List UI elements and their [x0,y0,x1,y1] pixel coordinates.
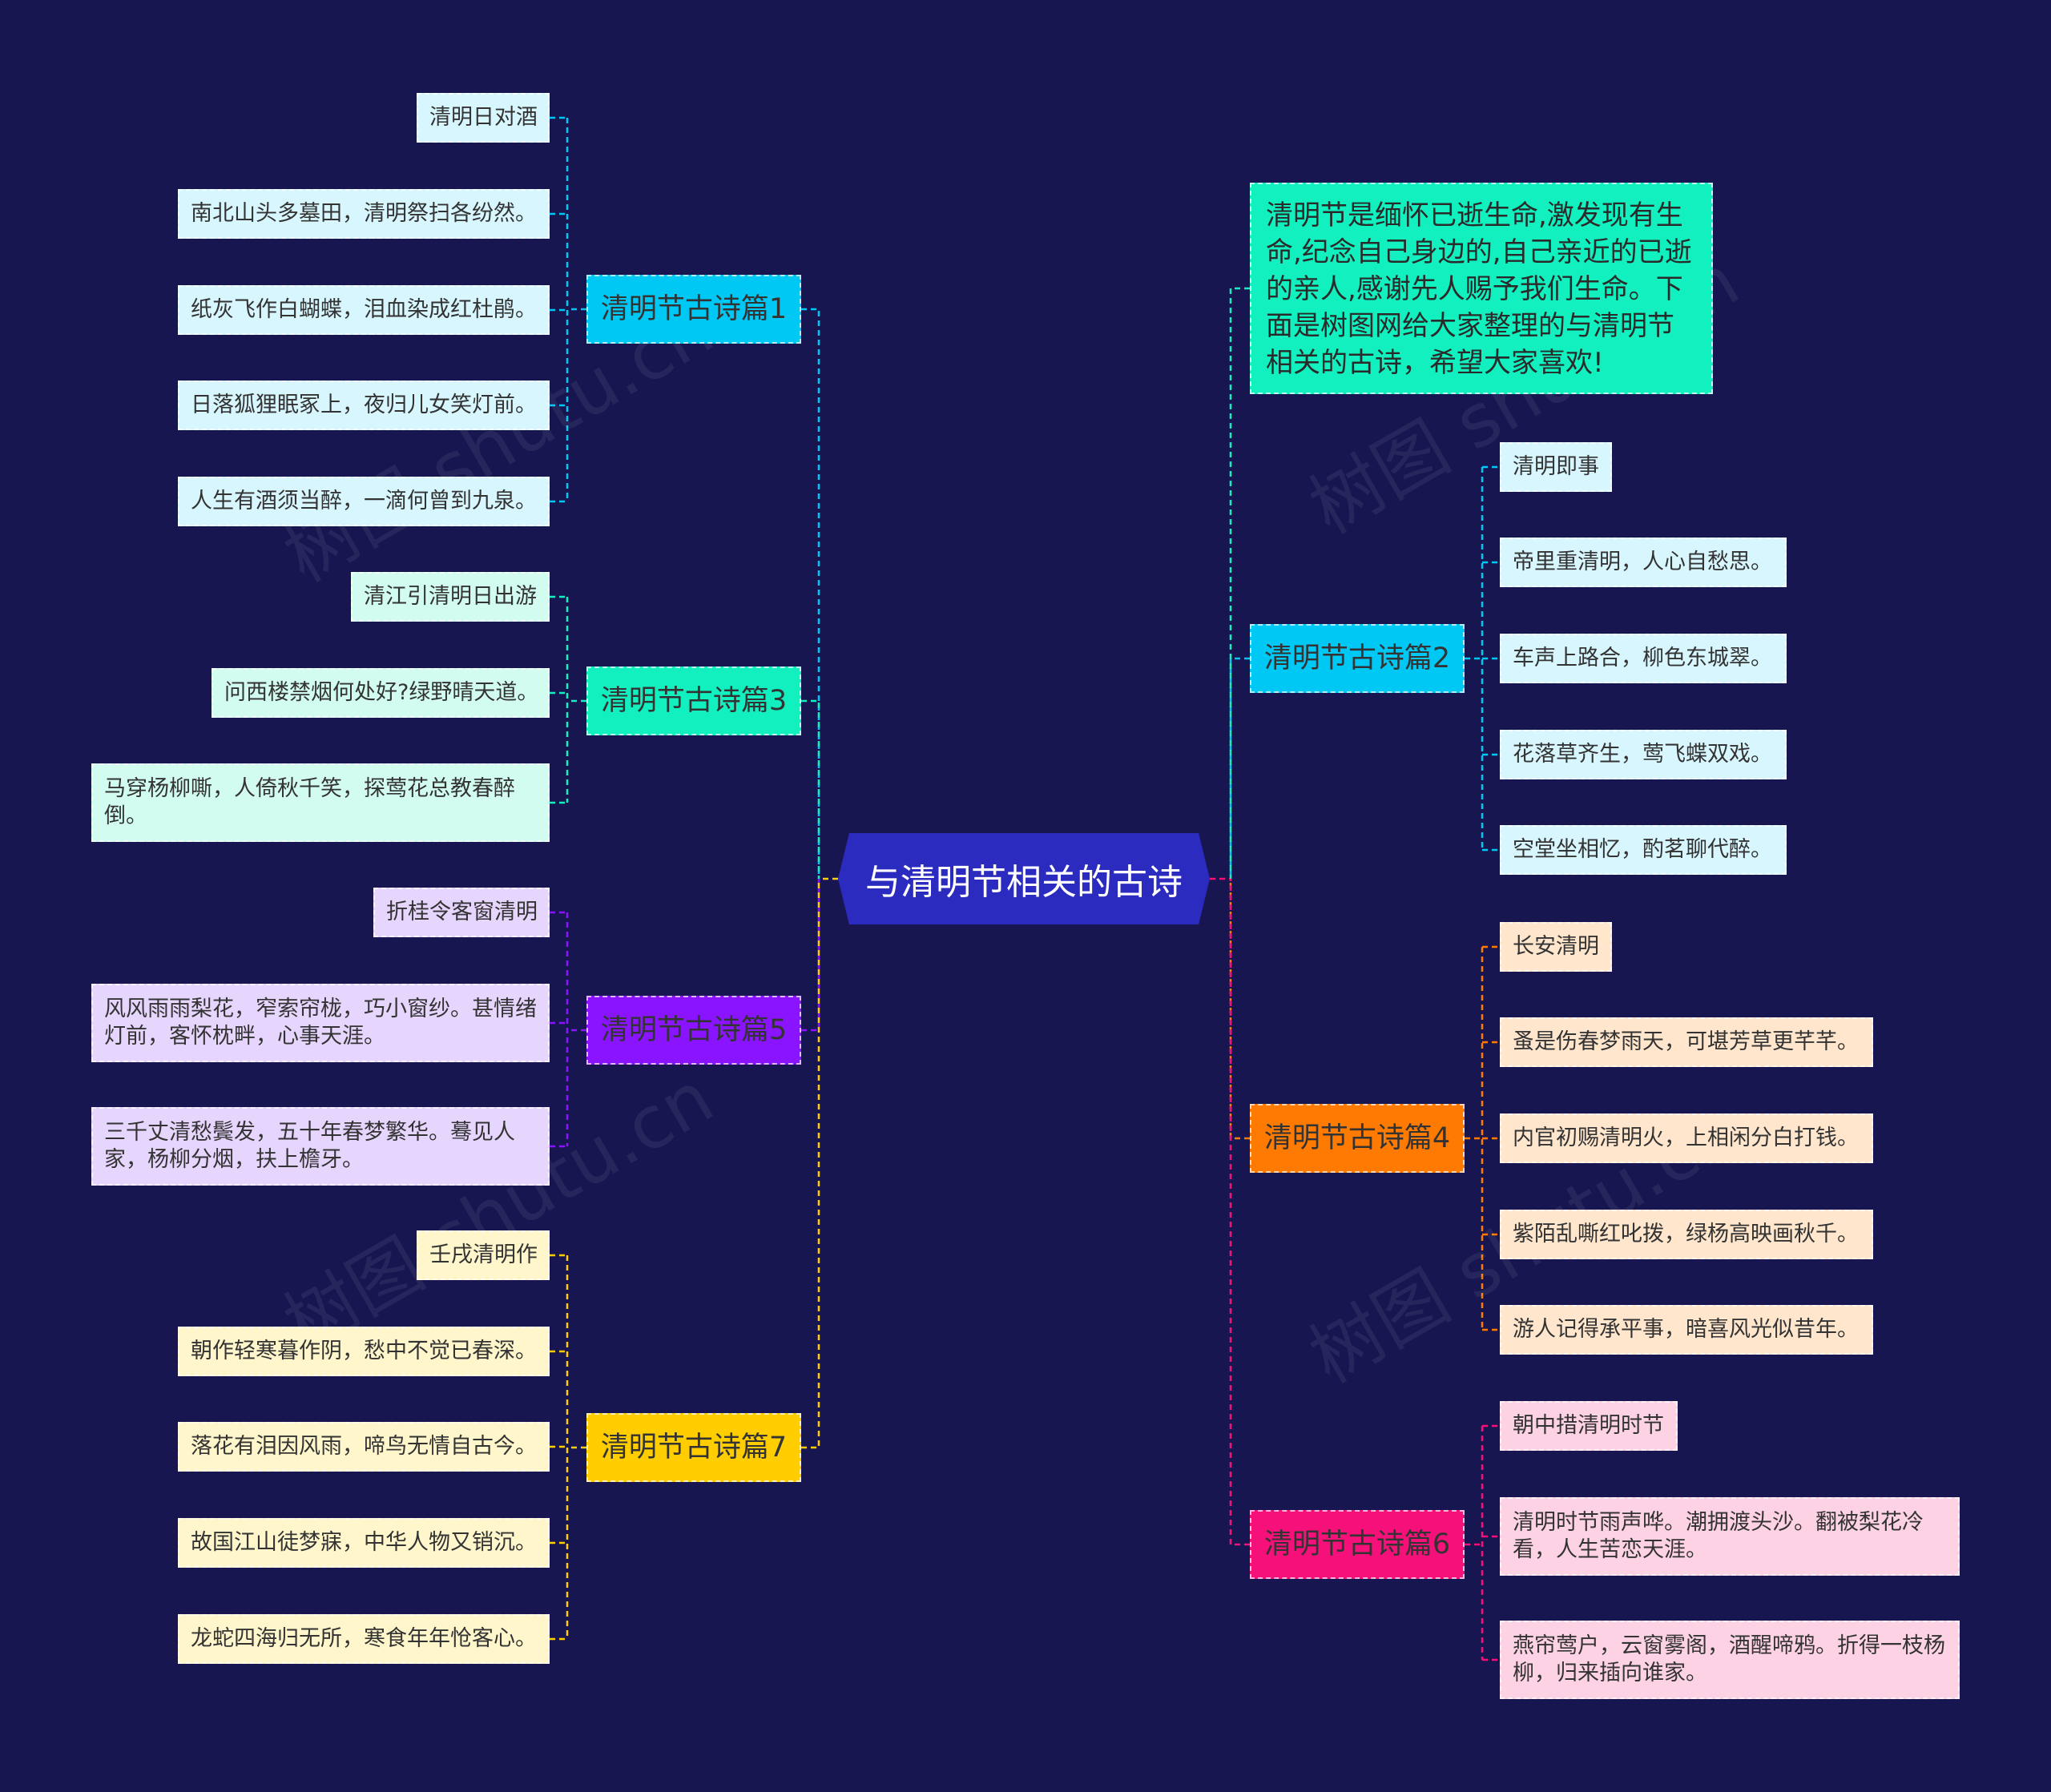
leaf-poem-title[interactable]: 折桂令客窗清明 [373,888,550,937]
branch-connector [1229,657,1250,879]
leaf-text: 游人记得承平事，暗喜风光似昔年。 [1513,1317,1859,1342]
leaf-text: 清明即事 [1513,454,1599,479]
leaf-text: 折桂令客窗清明 [386,900,538,924]
leaf-text: 三千丈清愁鬓发，五十年春梦繁华。蓦见人家，杨柳分烟，扶上檐牙。 [104,1120,515,1172]
intro-connector [1229,287,1250,879]
leaf-poem-title[interactable]: 壬戌清明作 [417,1230,550,1280]
root-topic-label: 与清明节相关的古诗 [865,862,1183,903]
leaf-text: 日落狐狸眠冢上，夜归儿女笑灯前。 [191,393,537,417]
leaf-poem-line[interactable]: 内官初赐清明火，上相闲分白打钱。 [1500,1113,1873,1163]
branch-topic-label: 清明节古诗篇6 [1263,1528,1451,1560]
leaf-poem-line[interactable]: 帝里重清明，人心自愁思。 [1500,538,1787,587]
branch-connector [1229,879,1250,1546]
leaf-text: 问西楼禁烟何处好?绿野晴天道。 [224,680,539,705]
branch-connector [801,308,820,879]
leaf-poem-line[interactable]: 紫陌乱嘶红叱拨，绿杨高映画秋千。 [1500,1210,1873,1259]
branch-topic-5[interactable]: 清明节古诗篇5 [586,996,801,1065]
leaf-text: 花落草齐生，莺飞蝶双戏。 [1513,742,1772,767]
leaf-text: 故国江山徒梦寐，中华人物又销沉。 [191,1530,537,1555]
leaf-poem-line[interactable]: 空堂坐相忆，酌茗聊代醉。 [1500,825,1787,875]
leaf-text: 马穿杨柳嘶，人倚秋千笑，探莺花总教春醉倒。 [104,776,515,828]
branch-topic-3[interactable]: 清明节古诗篇3 [586,666,801,735]
branch-connector [801,879,820,1032]
leaf-text: 纸灰飞作白蝴蝶，泪血染成红杜鹃。 [191,297,537,322]
leaf-text: 龙蛇四海归无所，寒食年年怆客心。 [191,1626,537,1651]
leaf-poem-line[interactable]: 三千丈清愁鬓发，五十年春梦繁华。蓦见人家，杨柳分烟，扶上檐牙。 [91,1107,550,1186]
leaf-poem-line[interactable]: 车声上路合，柳色东城翠。 [1500,634,1787,683]
leaf-poem-line[interactable]: 日落狐狸眠冢上，夜归儿女笑灯前。 [178,381,550,430]
leaf-poem-line[interactable]: 马穿杨柳嘶，人倚秋千笑，探莺花总教春醉倒。 [91,763,550,842]
branch-topic-label: 清明节古诗篇2 [1263,642,1451,675]
branch-topic-label: 清明节古诗篇4 [1263,1122,1451,1154]
leaf-poem-line[interactable]: 龙蛇四海归无所，寒食年年怆客心。 [178,1614,550,1664]
branch-topic-label: 清明节古诗篇1 [600,293,788,325]
leaf-text: 燕帘莺户，云窗雾阁，酒醒啼鸦。折得一枝杨柳，归来插向谁家。 [1513,1633,1945,1685]
leaf-poem-line[interactable]: 落花有泪因风雨，啼鸟无情自古今。 [178,1422,550,1472]
branch-topic-label: 清明节古诗篇3 [600,685,788,717]
leaf-poem-line[interactable]: 问西楼禁烟何处好?绿野晴天道。 [212,668,550,718]
branch-topic-4[interactable]: 清明节古诗篇4 [1250,1104,1465,1173]
leaf-poem-line[interactable]: 故国江山徒梦寐，中华人物又销沉。 [178,1518,550,1568]
leaf-text: 朝中措清明时节 [1513,1413,1664,1438]
branch-topic-label: 清明节古诗篇7 [600,1432,788,1464]
leaf-text: 朝作轻寒暮作阴，愁中不觉已春深。 [191,1339,537,1363]
leaf-poem-line[interactable]: 朝作轻寒暮作阴，愁中不觉已春深。 [178,1327,550,1376]
leaf-poem-line[interactable]: 游人记得承平事，暗喜风光似昔年。 [1500,1305,1873,1355]
leaf-poem-line[interactable]: 南北山头多墓田，清明祭扫各纷然。 [178,189,550,239]
branch-topic-2[interactable]: 清明节古诗篇2 [1250,624,1465,693]
leaf-text: 紫陌乱嘶红叱拨，绿杨高映画秋千。 [1513,1222,1859,1246]
intro-note-text: 清明节是缅怀已逝生命,激发现有生命,纪念自己身边的,自己亲近的已逝的亲人,感谢先… [1266,199,1692,379]
leaf-text: 清明时节雨声哗。潮拥渡头沙。翻被梨花冷看，人生苦恋天涯。 [1513,1510,1924,1562]
leaf-text: 帝里重清明，人心自愁思。 [1513,550,1772,574]
leaf-text: 车声上路合，柳色东城翠。 [1513,646,1772,670]
leaf-poem-line[interactable]: 纸灰飞作白蝴蝶，泪血染成红杜鹃。 [178,285,550,335]
leaf-text: 蚤是伤春梦雨天，可堪芳草更芊芊。 [1513,1029,1859,1054]
leaf-poem-line[interactable]: 清明时节雨声哗。潮拥渡头沙。翻被梨花冷看，人生苦恋天涯。 [1500,1497,1960,1576]
branch-topic-label: 清明节古诗篇5 [600,1014,788,1046]
leaf-poem-title[interactable]: 清明日对酒 [417,93,550,143]
branch-connector [801,879,820,1449]
leaf-poem-line[interactable]: 风风雨雨梨花，窄索帘栊，巧小窗纱。甚情绪灯前，客怀枕畔，心事天涯。 [91,984,550,1062]
leaf-text: 清明日对酒 [429,105,538,130]
branch-topic-1[interactable]: 清明节古诗篇1 [586,275,801,344]
leaf-text: 人生有酒须当醉，一滴何曾到九泉。 [191,489,537,513]
leaf-poem-title[interactable]: 清江引清明日出游 [351,572,550,622]
leaf-poem-title[interactable]: 长安清明 [1500,922,1612,972]
leaf-text: 南北山头多墓田，清明祭扫各纷然。 [191,201,537,226]
leaf-text: 落花有泪因风雨，啼鸟无情自古今。 [191,1434,537,1459]
branch-topic-6[interactable]: 清明节古诗篇6 [1250,1510,1465,1579]
leaf-poem-line[interactable]: 花落草齐生，莺飞蝶双戏。 [1500,730,1787,779]
branch-topic-7[interactable]: 清明节古诗篇7 [586,1413,801,1482]
branch-connector [801,699,820,879]
branch-connector [1229,879,1250,1140]
leaf-poem-line[interactable]: 蚤是伤春梦雨天，可堪芳草更芊芊。 [1500,1017,1873,1067]
leaf-text: 内官初赐清明火，上相闲分白打钱。 [1513,1126,1859,1150]
leaf-poem-line[interactable]: 人生有酒须当醉，一滴何曾到九泉。 [178,477,550,526]
leaf-text: 壬戌清明作 [429,1242,538,1267]
intro-note[interactable]: 清明节是缅怀已逝生命,激发现有生命,纪念自己身边的,自己亲近的已逝的亲人,感谢先… [1250,183,1713,394]
leaf-poem-title[interactable]: 朝中措清明时节 [1500,1401,1678,1451]
leaf-poem-title[interactable]: 清明即事 [1500,442,1612,492]
leaf-text: 长安清明 [1513,934,1599,959]
leaf-text: 空堂坐相忆，酌茗聊代醉。 [1513,837,1772,862]
leaf-poem-line[interactable]: 燕帘莺户，云窗雾阁，酒醒啼鸦。折得一枝杨柳，归来插向谁家。 [1500,1621,1960,1699]
leaf-text: 风风雨雨梨花，窄索帘栊，巧小窗纱。甚情绪灯前，客怀枕畔，心事天涯。 [104,997,537,1049]
root-topic[interactable]: 与清明节相关的古诗 [838,833,1210,924]
leaf-text: 清江引清明日出游 [364,584,537,609]
